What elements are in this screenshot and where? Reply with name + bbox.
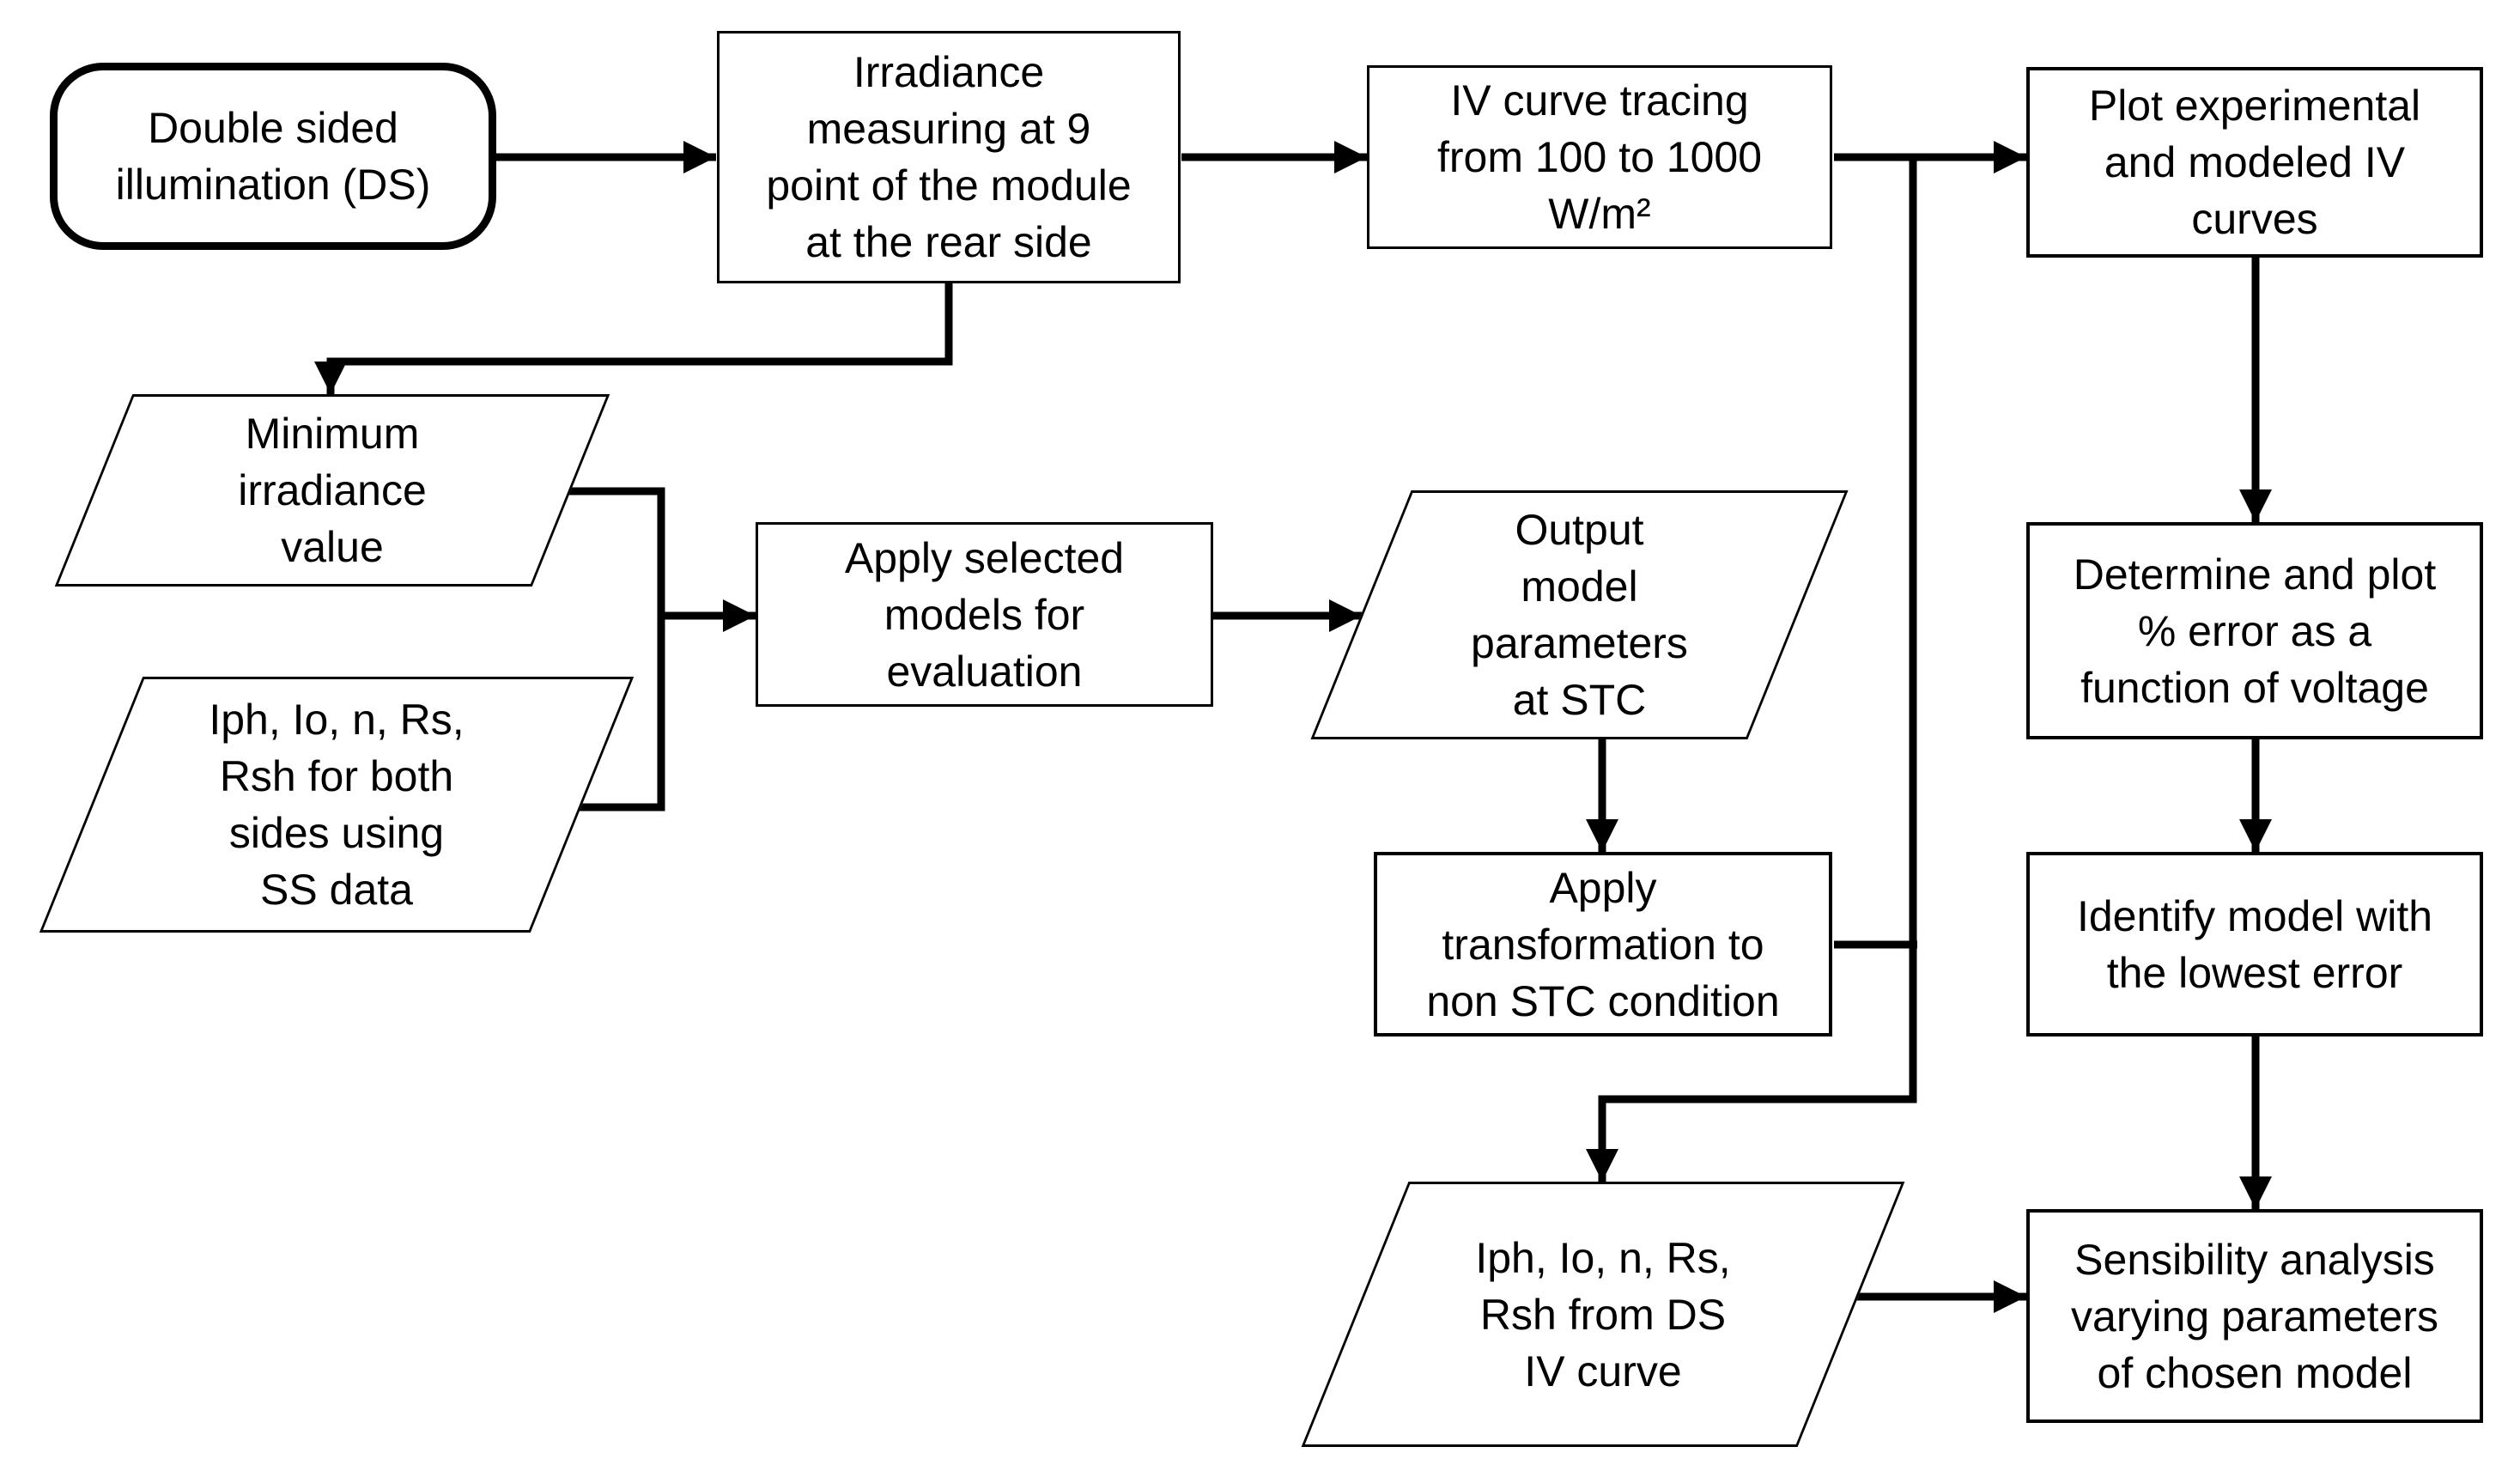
flow-node-apply-transformation: Apply transformation to non STC conditio… [1374, 852, 1832, 1036]
arrow-trace-branch-to-ds-params [1586, 157, 1917, 1182]
iv-curve-tracing-label: IV curve tracing from 100 to 1000 W/m² [1436, 76, 1763, 238]
apply-transformation-label: Apply transformation to non STC conditio… [1426, 863, 1780, 1025]
flow-node-sensibility-analysis: Sensibility analysis varying parameters … [2026, 1209, 2483, 1423]
arrow-measure-to-min-irradiance [314, 283, 953, 394]
connector-parallelogram-merge-bracket [562, 487, 665, 812]
flow-node-irradiance-measuring: Irradiance measuring at 9 point of the m… [717, 31, 1181, 283]
flow-node-double-sided-illumination: Double sided illumination (DS) [50, 63, 496, 250]
plot-iv-curves-label: Plot experimental and modeled IV curves [2088, 82, 2421, 243]
irradiance-measuring-label: Irradiance measuring at 9 point of the m… [766, 48, 1132, 266]
flow-node-ss-parameters: Iph, Io, n, Rs, Rsh for both sides using… [39, 677, 635, 933]
ds-parameters-label: Iph, Io, n, Rs, Rsh from DS IV curve [1475, 1233, 1731, 1395]
flow-node-iv-curve-tracing: IV curve tracing from 100 to 1000 W/m² [1367, 65, 1832, 249]
flow-node-apply-selected-models: Apply selected models for evaluation [756, 522, 1213, 707]
flow-node-plot-iv-curves: Plot experimental and modeled IV curves [2026, 67, 2483, 258]
flow-node-minimum-irradiance: Minimum irradiance value [54, 394, 610, 587]
double-sided-illumination-label: Double sided illumination (DS) [115, 104, 431, 209]
output-model-parameters-label: Output model parameters at STC [1471, 506, 1688, 724]
apply-selected-models-label: Apply selected models for evaluation [844, 533, 1125, 696]
sensibility-analysis-label: Sensibility analysis varying parameters … [2071, 1235, 2438, 1397]
flow-node-identify-model: Identify model with the lowest error [2026, 852, 2483, 1036]
determine-error-label: Determine and plot % error as a function… [2073, 550, 2437, 712]
flow-node-determine-error: Determine and plot % error as a function… [2026, 522, 2483, 739]
flow-node-ds-parameters: Iph, Io, n, Rs, Rsh from DS IV curve [1301, 1182, 1905, 1447]
ss-parameters-label: Iph, Io, n, Rs, Rsh for both sides using… [209, 696, 465, 914]
identify-model-label: Identify model with the lowest error [2076, 891, 2433, 997]
flow-node-output-model-parameters: Output model parameters at STC [1310, 490, 1849, 739]
minimum-irradiance-label: Minimum irradiance value [238, 410, 427, 571]
